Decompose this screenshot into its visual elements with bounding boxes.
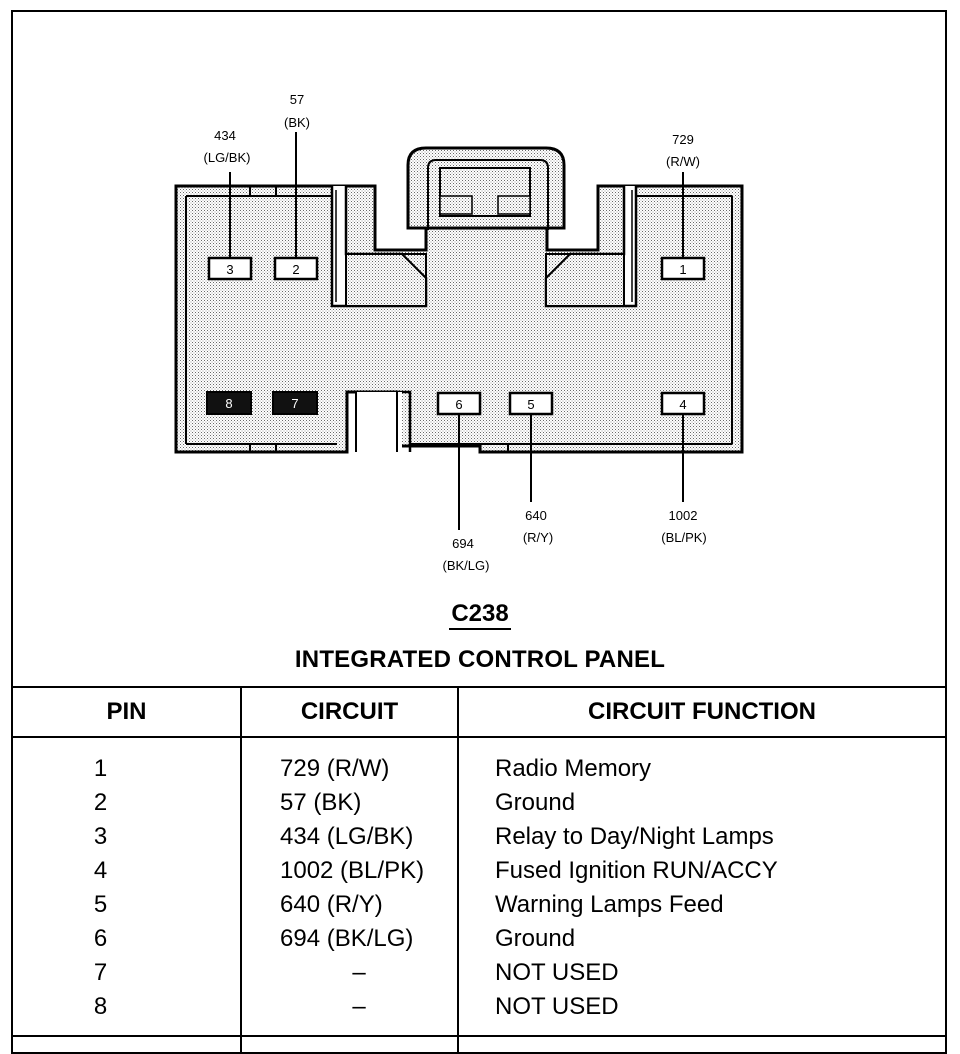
pin-cell: 6 xyxy=(93,925,108,952)
pin-cavity-4: 4 xyxy=(660,391,706,416)
circuit-cell: 694 (BK/LG) xyxy=(280,925,414,952)
pin-cavity-6: 6 xyxy=(436,391,482,416)
pin-cell: 2 xyxy=(93,789,108,816)
pin-cell: 1 xyxy=(93,755,108,782)
svg-text:6: 6 xyxy=(455,397,462,412)
table-body-row: 1 2 3 4 5 6 7 8 729 (R/W) 57 (BK) 434 (L… xyxy=(11,737,947,1054)
svg-text:3: 3 xyxy=(226,262,233,277)
svg-text:1: 1 xyxy=(679,262,686,277)
svg-text:8: 8 xyxy=(225,396,232,411)
circuit-cell: 434 (LG/BK) xyxy=(280,823,414,850)
wire-label-circuit: 1002 xyxy=(669,508,698,523)
wire-label-color: (R/Y) xyxy=(523,530,553,545)
pin-cell: 5 xyxy=(93,891,108,918)
pin-cavity-2: 2 xyxy=(273,256,319,281)
column-header-circuit-function: CIRCUIT FUNCTION xyxy=(457,686,947,738)
wire-label-circuit: 57 xyxy=(290,92,304,107)
pin-cavities: 3 2 1 8 7 6 5 4 xyxy=(206,256,706,416)
circuit-cell: – xyxy=(352,959,366,986)
pin-cell: 4 xyxy=(93,857,108,884)
connector-id: C238 xyxy=(0,600,960,630)
wire-label-circuit: 434 xyxy=(214,128,236,143)
wire-label-circuit: 640 xyxy=(525,508,547,523)
circuit-cell: 640 (R/Y) xyxy=(280,891,383,918)
pin-cavity-7: 7 xyxy=(272,391,318,415)
function-cell: NOT USED xyxy=(495,959,619,986)
function-cell: Ground xyxy=(495,789,576,816)
column-header-circuit: CIRCUIT xyxy=(240,686,459,738)
circuit-column: 729 (R/W) 57 (BK) 434 (LG/BK) 1002 (BL/P… xyxy=(240,737,459,1054)
pin-table: PIN CIRCUIT CIRCUIT FUNCTION 1 2 3 4 5 6… xyxy=(11,686,947,1054)
locking-tab xyxy=(406,146,566,230)
pin-column: 1 2 3 4 5 6 7 8 xyxy=(11,737,242,1054)
column-header-pin: PIN xyxy=(11,686,242,738)
function-cell: Ground xyxy=(495,925,576,952)
function-cell: Warning Lamps Feed xyxy=(495,891,724,918)
wire-label-circuit: 729 xyxy=(672,132,694,147)
pin-cell: 7 xyxy=(93,959,108,986)
table-header-row: PIN CIRCUIT CIRCUIT FUNCTION xyxy=(11,686,947,738)
wire-leads xyxy=(229,132,684,530)
pin-cavity-5: 5 xyxy=(508,391,554,416)
pin-cell: 8 xyxy=(93,993,108,1020)
wire-label-color: (R/W) xyxy=(666,154,700,169)
wire-label-circuit: 694 xyxy=(452,536,474,551)
connector-housing xyxy=(174,184,744,454)
circuit-cell: 1002 (BL/PK) xyxy=(280,857,425,884)
connector-face-diagram: 3 2 1 8 7 6 5 4 434 xyxy=(174,92,744,573)
svg-text:5: 5 xyxy=(527,397,534,412)
wire-label-color: (BK/LG) xyxy=(443,558,490,573)
pin-cavity-3: 3 xyxy=(207,256,253,281)
circuit-function-column: Radio Memory Ground Relay to Day/Night L… xyxy=(457,737,947,1054)
function-cell: Fused Ignition RUN/ACCY xyxy=(495,857,778,884)
pin-cell: 3 xyxy=(93,823,108,850)
wire-labels: 434 (LG/BK) 57 (BK) 729 (R/W) 694 (BK/LG… xyxy=(204,92,707,573)
pin-cavity-8: 8 xyxy=(206,391,252,415)
function-cell: NOT USED xyxy=(495,993,619,1020)
circuit-cell: 729 (R/W) xyxy=(280,755,390,782)
function-cell: Relay to Day/Night Lamps xyxy=(495,823,774,850)
component-name: INTEGRATED CONTROL PANEL xyxy=(294,646,666,673)
svg-text:7: 7 xyxy=(291,396,298,411)
function-cell: Radio Memory xyxy=(495,755,652,782)
svg-text:4: 4 xyxy=(679,397,686,412)
wire-label-color: (BK) xyxy=(284,115,310,130)
wire-label-color: (LG/BK) xyxy=(204,150,251,165)
pin-cavity-1: 1 xyxy=(660,256,706,281)
circuit-cell: 57 (BK) xyxy=(280,789,362,816)
svg-text:2: 2 xyxy=(292,262,299,277)
wire-label-color: (BL/PK) xyxy=(661,530,707,545)
circuit-cell: – xyxy=(352,993,366,1020)
